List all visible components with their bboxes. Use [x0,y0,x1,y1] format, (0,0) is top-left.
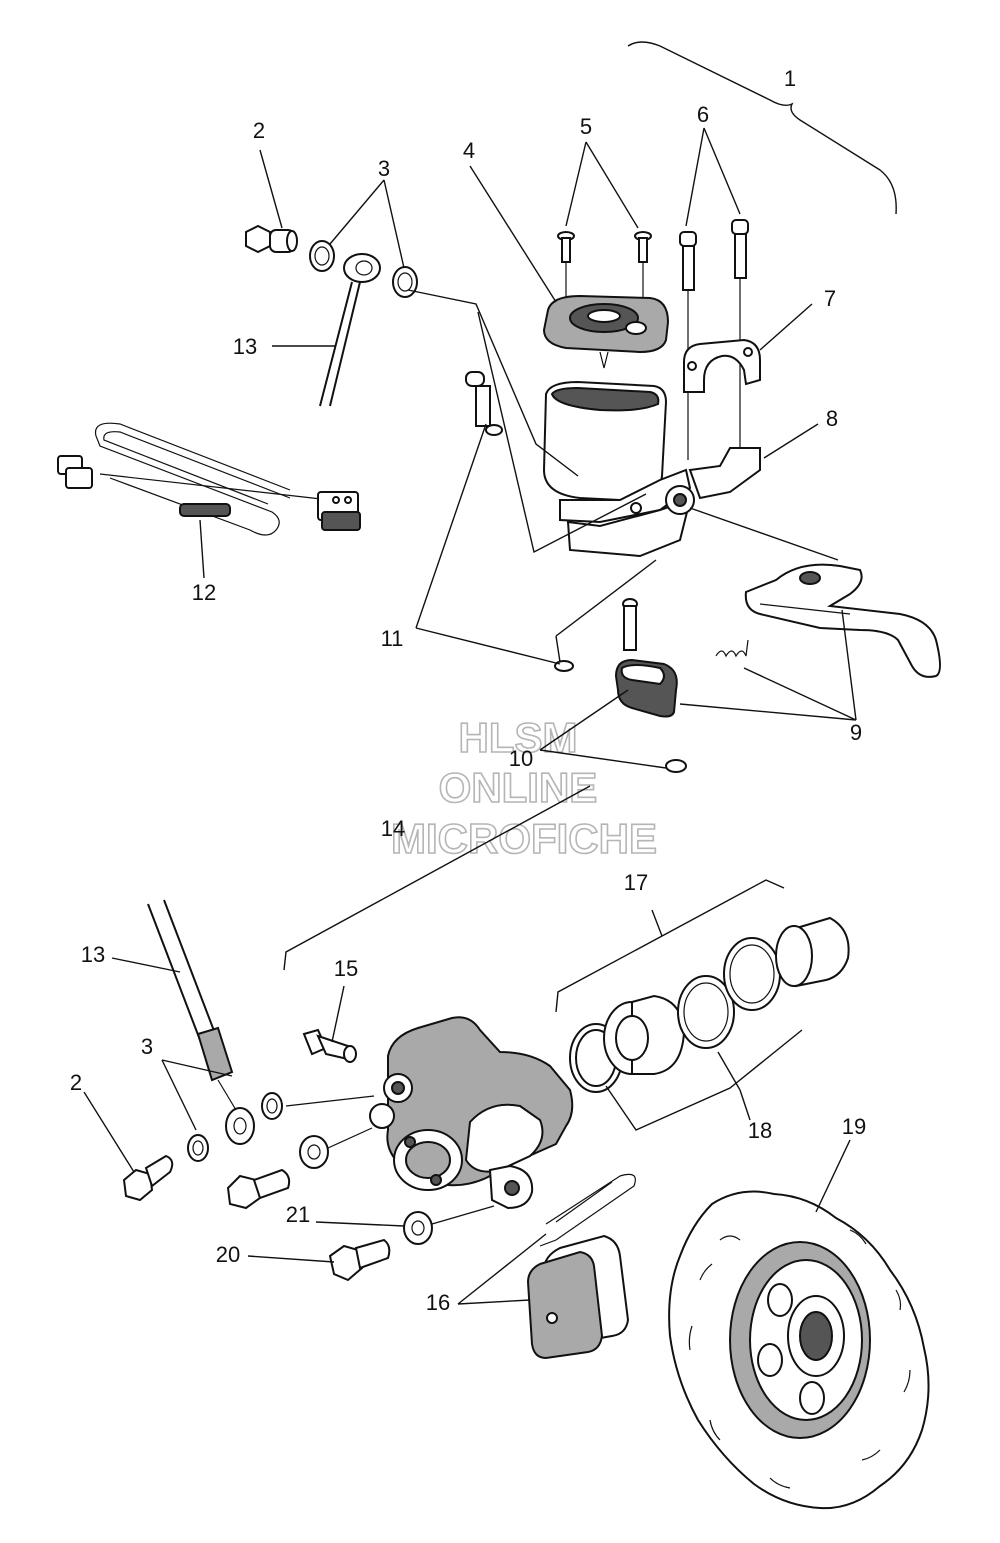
piston-seal [723,937,781,1011]
callout-1: 1 [784,66,796,91]
callout-17: 17 [624,870,648,895]
lever-pivot-pin [622,598,638,651]
brake-disc [668,1190,930,1510]
watermark: HLSM ONLINE MICROFICHE [390,713,658,863]
callout-19: 19 [842,1114,866,1139]
callout-11: 11 [381,626,404,651]
piston-seal [677,975,735,1049]
banjo-bolt-bottom [122,1154,174,1202]
bleeder-valve [302,1028,357,1063]
callout-2-bottom: 2 [70,1070,82,1095]
callout-16: 16 [426,1290,450,1315]
leader-lines [83,127,857,1305]
callout-8: 8 [826,406,838,431]
callout-12: 12 [192,580,216,605]
callout-3-top: 3 [378,156,390,181]
sealing-washer [392,266,418,298]
handlebar-clamp [683,338,761,393]
master-cylinder-body [542,380,761,558]
brake-hose-bottom [147,899,255,1145]
callout-9: 9 [850,720,862,745]
callout-21: 21 [286,1202,310,1227]
washer [403,1211,433,1245]
caliper-piston [775,916,850,988]
callout-7: 7 [824,286,836,311]
callout-labels: 1 2 3 4 5 6 7 8 9 10 11 12 13 14 17 13 1… [70,66,866,1315]
brake-caliper [369,1016,574,1210]
pad-retaining-clip [539,1173,636,1247]
callout-6: 6 [697,102,709,127]
callout-10: 10 [509,746,533,771]
caliper-bolt [226,1168,291,1210]
watermark-line-2: ONLINE [439,764,598,811]
callout-13-bottom: 13 [81,942,105,967]
callout-5: 5 [580,114,592,139]
master-cylinder-assembly [57,41,941,773]
sealing-washer [187,1134,209,1162]
caliper-mount-bolt [328,1238,391,1282]
brake-hose-top [319,253,381,407]
caliper-piston [603,994,686,1075]
callout-18-bracket [605,1029,803,1131]
sealing-washer [309,240,335,272]
pivot-pin [465,371,503,436]
banjo-bolt-top [245,224,298,254]
callout-14-bracket [283,785,591,971]
callout-2-top: 2 [253,118,265,143]
washer [299,1135,329,1169]
callout-1-bracket [627,41,897,215]
callout-15: 15 [334,956,358,981]
callout-13-top: 13 [233,334,257,359]
cap-screw [634,231,652,263]
clamp-bolt [731,219,749,279]
callout-4: 4 [463,138,475,163]
lever-spring [715,639,749,658]
brake-pads [526,1234,630,1360]
callout-18: 18 [748,1118,772,1143]
sealing-washer [261,1092,283,1120]
circlip [665,759,687,773]
clamp-bolt [679,231,697,291]
circlip [554,660,574,672]
cap-screw [557,231,575,263]
brake-light-switch-harness [57,422,361,536]
callout-14: 14 [381,816,405,841]
callout-3-bottom: 3 [141,1034,153,1059]
reservoir-cap [542,294,670,369]
plunger-block [614,658,678,718]
caliper-assembly [122,785,930,1510]
callout-20: 20 [216,1242,240,1267]
